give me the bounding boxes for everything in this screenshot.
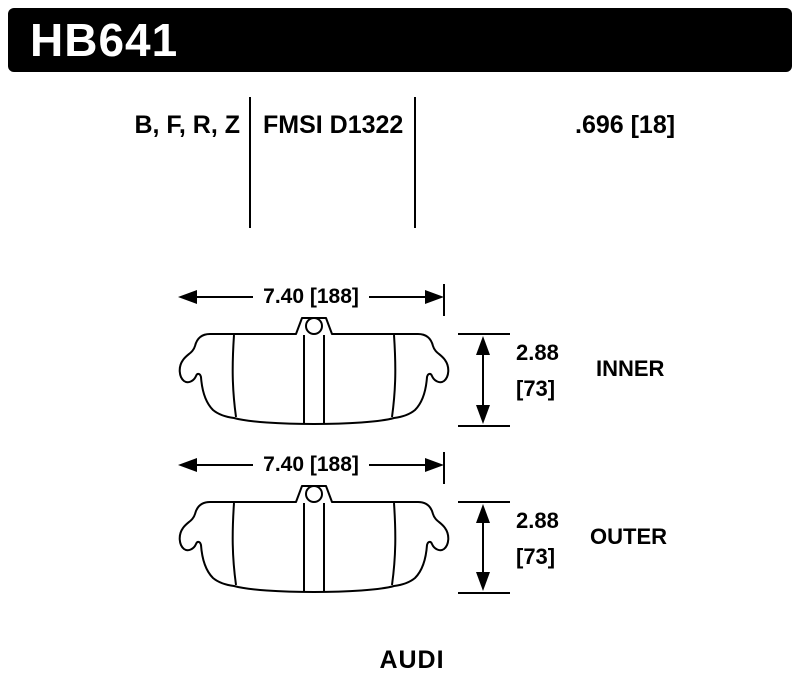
width-value-inner: 7.40 [188] bbox=[263, 285, 359, 308]
brake-pad-drawing-outer bbox=[178, 485, 450, 593]
dimension-line bbox=[482, 355, 484, 405]
pad-position-label-outer: OUTER bbox=[590, 524, 667, 549]
pad-clip-hole bbox=[305, 485, 323, 503]
divider-line bbox=[249, 97, 251, 228]
arrowhead-right-icon bbox=[425, 290, 445, 304]
arrowhead-down-icon bbox=[476, 572, 490, 591]
height-dimension-inner bbox=[474, 336, 492, 424]
extension-line bbox=[458, 501, 510, 503]
arrowhead-left-icon bbox=[178, 290, 197, 304]
height-value-in-outer: 2.88 bbox=[516, 508, 559, 533]
dimension-line bbox=[197, 464, 254, 466]
arrowhead-up-icon bbox=[476, 336, 490, 355]
dimension-line bbox=[368, 296, 426, 298]
pad-segment-line-right bbox=[391, 334, 397, 418]
divider-line bbox=[414, 97, 416, 228]
part-number: HB641 bbox=[30, 14, 179, 66]
pad-segment-line-right bbox=[391, 502, 397, 586]
pad-thickness: .696 [18] bbox=[575, 111, 676, 139]
arrowhead-down-icon bbox=[476, 405, 490, 424]
pad-outline bbox=[178, 317, 450, 425]
header-bar: HB641 bbox=[8, 8, 792, 72]
pad-position-label-inner: INNER bbox=[596, 356, 665, 381]
vehicle-make: AUDI bbox=[379, 646, 445, 674]
fmsi-number: FMSI D1322 bbox=[263, 111, 404, 139]
width-value-outer: 7.40 [188] bbox=[263, 453, 359, 476]
arrowhead-right-icon bbox=[425, 458, 445, 472]
height-value-mm-inner: [73] bbox=[516, 376, 556, 401]
arrowhead-up-icon bbox=[476, 504, 490, 523]
height-value-in-inner: 2.88 bbox=[516, 340, 559, 365]
height-dimension-outer bbox=[474, 504, 492, 591]
width-dimension-inner: 7.40 [188] bbox=[178, 285, 445, 308]
pad-outline bbox=[178, 485, 450, 593]
width-dimension-outer: 7.40 [188] bbox=[178, 453, 445, 476]
dimension-line bbox=[482, 523, 484, 572]
height-value-mm-outer: [73] bbox=[516, 544, 556, 569]
brake-pad-drawing-inner bbox=[178, 317, 450, 425]
extension-line bbox=[458, 592, 510, 594]
extension-line bbox=[458, 333, 510, 335]
pad-clip-hole bbox=[305, 317, 323, 335]
extension-line bbox=[458, 425, 510, 427]
extension-line bbox=[443, 452, 445, 484]
pad-segment-line-left bbox=[231, 334, 237, 418]
arrowhead-left-icon bbox=[178, 458, 197, 472]
extension-line bbox=[443, 284, 445, 316]
pad-segment-line-left bbox=[231, 502, 237, 586]
dimension-line bbox=[197, 296, 254, 298]
compound-codes: B, F, R, Z bbox=[134, 111, 240, 139]
dimension-line bbox=[368, 464, 426, 466]
